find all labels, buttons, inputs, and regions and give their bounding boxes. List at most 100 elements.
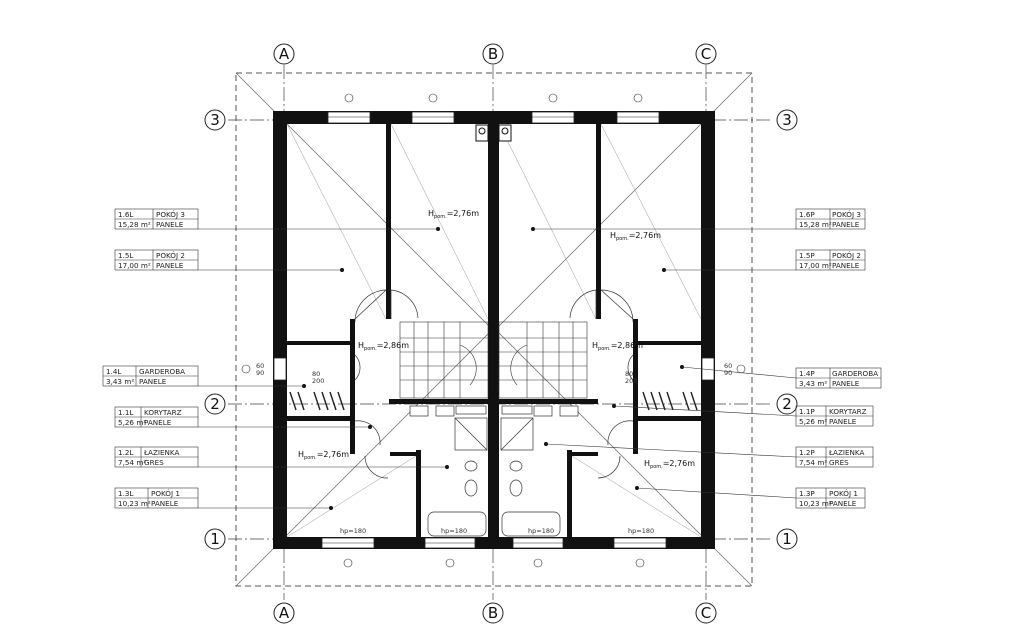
bathroom-fixtures-right bbox=[500, 405, 579, 537]
room-id: 1.1L bbox=[118, 408, 133, 417]
svg-text:17,00 m²: 17,00 m² bbox=[118, 261, 151, 270]
svg-text:7,54 m²: 7,54 m² bbox=[799, 458, 827, 467]
room-id: 1.3P bbox=[799, 489, 815, 498]
axis-label-a-top: A bbox=[279, 45, 290, 63]
room-id: 1.5L bbox=[118, 251, 133, 260]
room-id: 1.2L bbox=[118, 448, 133, 457]
room-area-unit: m² bbox=[822, 499, 832, 508]
axis-bubble-a-bottom: A bbox=[273, 602, 295, 624]
axis-bubble-1-left: 1 bbox=[204, 528, 226, 550]
room-area-unit: m² bbox=[141, 261, 151, 270]
room-id: 1.4L bbox=[106, 367, 121, 376]
room-name: POKÓJ 2 bbox=[156, 251, 185, 260]
svg-text:3,43 m²: 3,43 m² bbox=[799, 379, 827, 388]
room-name: ŁAZIENKA bbox=[143, 448, 180, 457]
door-width-label: 80 bbox=[312, 370, 320, 378]
room-area-unit: m² bbox=[817, 417, 827, 426]
ventilation-ducts bbox=[475, 124, 512, 142]
room-name: GARDEROBA bbox=[832, 369, 878, 378]
axis-bubble-b-bottom: B bbox=[482, 602, 504, 624]
room-id: 1.6P bbox=[799, 210, 815, 219]
axis-label-1-left: 1 bbox=[210, 530, 220, 548]
room-floor: PANELE bbox=[139, 377, 167, 386]
room-floor: PANELE bbox=[832, 261, 860, 270]
room-id: 1.5P bbox=[799, 251, 815, 260]
axis-bubble-2-left: 2 bbox=[204, 393, 226, 415]
room-floor: PANELE bbox=[144, 418, 172, 427]
axis-label-b-bottom: B bbox=[488, 604, 498, 622]
wardrobe-rails bbox=[289, 391, 698, 411]
room-table-1-3P: 1.3P POKÓJ 1 10,23 m² PANELE bbox=[795, 487, 866, 509]
room-name: KORYTARZ bbox=[144, 408, 182, 417]
room-area: 10,23 bbox=[799, 499, 820, 508]
room-table-1-1P: 1.1P KORYTARZ 5,26 m² PANELE bbox=[795, 405, 874, 427]
svg-text:3,43 m²: 3,43 m² bbox=[106, 377, 134, 386]
axis-label-a-bottom: A bbox=[279, 604, 290, 622]
room-area: 17,00 bbox=[118, 261, 139, 270]
room-floor: PANELE bbox=[829, 499, 857, 508]
room-name: POKÓJ 1 bbox=[151, 489, 180, 498]
room-area-unit: m² bbox=[136, 418, 146, 427]
door-width-label: 80 bbox=[625, 370, 633, 378]
room-table-1-6P: 1.6P POKÓJ 3 15,28 m² PANELE bbox=[795, 208, 866, 230]
room-diagonals bbox=[286, 123, 702, 538]
height-label: Hpom.=2,86m bbox=[592, 341, 643, 352]
room-floor: PANELE bbox=[829, 417, 857, 426]
door-swings bbox=[354, 289, 634, 479]
room-floor: PANELE bbox=[156, 220, 184, 229]
room-area-unit: m² bbox=[124, 377, 134, 386]
room-floor: PANELE bbox=[156, 261, 184, 270]
window-sill-label: hp=180 bbox=[340, 527, 366, 535]
door-height-label: 200 bbox=[625, 377, 637, 385]
room-id: 1.3L bbox=[118, 489, 133, 498]
height-label: Hpom.=2,76m bbox=[644, 459, 695, 470]
bathroom-fixtures-left bbox=[409, 405, 488, 537]
room-area-unit: m² bbox=[141, 499, 151, 508]
room-area: 17,00 bbox=[799, 261, 820, 270]
roof-outline bbox=[235, 72, 753, 587]
axis-bubble-2-right: 2 bbox=[776, 393, 798, 415]
exterior-walls bbox=[273, 111, 715, 549]
window-height-label: 90 bbox=[724, 369, 732, 377]
window-height-label: 90 bbox=[256, 369, 264, 377]
axis-label-3-left: 3 bbox=[210, 111, 220, 129]
room-area: 3,43 bbox=[106, 377, 122, 386]
window-tags bbox=[241, 93, 746, 568]
height-label: Hpom.=2,76m bbox=[610, 231, 661, 242]
room-area-unit: m² bbox=[817, 379, 827, 388]
room-floor: PANELE bbox=[832, 379, 860, 388]
axis-label-3-right: 3 bbox=[782, 111, 792, 129]
room-area: 5,26 bbox=[799, 417, 815, 426]
room-table-1-2P: 1.2P ŁAZIENKA 7,54 m² GRES bbox=[795, 446, 874, 468]
room-table-1-5P: 1.5P POKÓJ 2 17,00 m² PANELE bbox=[795, 249, 866, 271]
svg-text:15,28 m²: 15,28 m² bbox=[118, 220, 151, 229]
svg-text:10,23 m²: 10,23 m² bbox=[118, 499, 151, 508]
room-area-unit: m² bbox=[817, 458, 827, 467]
room-name: GARDEROBA bbox=[139, 367, 185, 376]
interior-walls bbox=[287, 124, 701, 537]
room-area-unit: m² bbox=[136, 458, 146, 467]
room-area: 5,26 bbox=[118, 418, 134, 427]
room-area-unit: m² bbox=[822, 261, 832, 270]
room-name: POKÓJ 3 bbox=[156, 210, 185, 219]
axis-lines bbox=[228, 65, 772, 600]
room-area: 7,54 bbox=[118, 458, 134, 467]
axis-bubble-b-top: B bbox=[482, 43, 504, 65]
axis-bubble-c-bottom: C bbox=[695, 602, 717, 624]
room-area: 15,28 bbox=[118, 220, 139, 229]
svg-text:5,26 m²: 5,26 m² bbox=[118, 418, 146, 427]
door-height-label: 200 bbox=[312, 377, 324, 385]
room-height-labels: Hpom.=2,76m Hpom.=2,76m Hpom.=2,86m Hpom… bbox=[298, 209, 695, 470]
axis-label-2-left: 2 bbox=[210, 395, 220, 413]
room-table-1-4L: 1.4L GARDEROBA 3,43 m² PANELE bbox=[102, 365, 199, 387]
axis-label-2-right: 2 bbox=[782, 395, 792, 413]
room-area-unit: m² bbox=[141, 220, 151, 229]
door-dimension-labels: 80 200 80 200 60 90 60 90 hp=180 hp=180 … bbox=[256, 362, 732, 535]
axis-label-b-top: B bbox=[488, 45, 498, 63]
room-name: KORYTARZ bbox=[829, 407, 867, 416]
room-table-1-4P: 1.4P GARDEROBA 3,43 m² PANELE bbox=[795, 367, 882, 389]
svg-text:5,26 m²: 5,26 m² bbox=[799, 417, 827, 426]
room-name: ŁAZIENKA bbox=[828, 448, 865, 457]
staircase-left bbox=[399, 321, 489, 399]
